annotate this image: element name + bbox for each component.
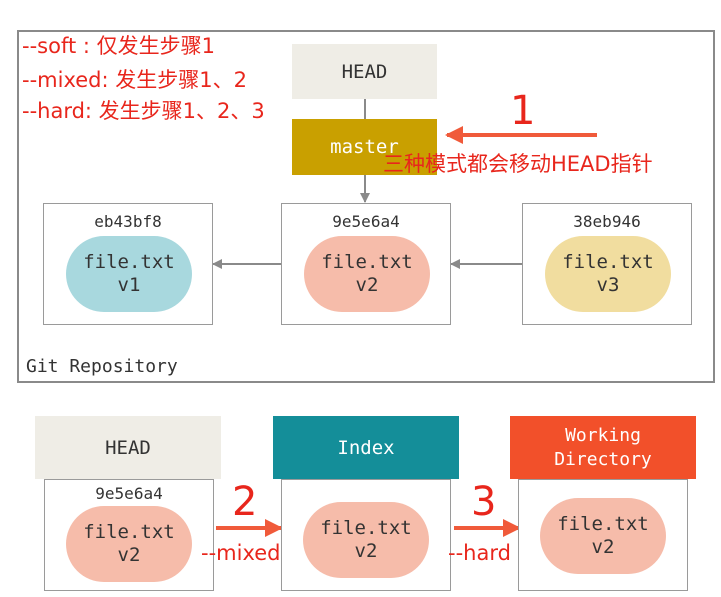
commit-38eb946: 38eb946 file.txt v3: [522, 203, 692, 325]
step2-number: 2: [232, 479, 258, 525]
file-name: file.txt: [321, 251, 413, 274]
file-version: v2: [591, 536, 615, 558]
commit-hash: eb43bf8: [94, 212, 162, 231]
tree-head-panel: 9e5e6a4 file.txt v2: [44, 479, 214, 591]
note-mixed: --mixed: 发生步骤1、2: [22, 68, 247, 92]
file-blob-v2: file.txt v2: [304, 236, 430, 312]
tree-working-directory-header: Working Directory: [510, 416, 696, 479]
tree-index-panel: file.txt v2: [281, 479, 451, 591]
repo-head-box: HEAD: [292, 44, 437, 99]
tree-working-directory-panel: file.txt v2: [518, 479, 688, 591]
head-file-blob: file.txt v2: [66, 506, 192, 582]
file-blob-v1: file.txt v1: [66, 236, 192, 312]
file-name: file.txt: [83, 251, 175, 274]
tree-head-header: HEAD: [35, 416, 221, 479]
note-soft: --soft : 仅发生步骤1: [22, 34, 215, 58]
file-blob-v3: file.txt v3: [545, 236, 671, 312]
commit-eb43bf8: eb43bf8 file.txt v1: [43, 203, 213, 325]
file-version: v2: [117, 544, 141, 566]
step2-label: --mixed: [201, 541, 281, 565]
git-repository-frame: [17, 30, 715, 383]
file-version: v2: [354, 540, 378, 562]
tree-head-hash: 9e5e6a4: [95, 484, 163, 503]
file-version: v2: [355, 274, 379, 296]
file-name: file.txt: [557, 513, 649, 536]
file-version: v1: [117, 274, 141, 296]
git-repository-label: Git Repository: [26, 356, 178, 377]
step1-caption: 三种模式都会移动HEAD指针: [383, 152, 653, 176]
commit-hash: 9e5e6a4: [332, 212, 400, 231]
note-hard: --hard: 发生步骤1、2、3: [22, 99, 265, 123]
working-label-line2: Directory: [554, 448, 652, 470]
step3-label: --hard: [448, 541, 511, 565]
commit-9e5e6a4: 9e5e6a4 file.txt v2: [281, 203, 451, 325]
file-version: v3: [596, 274, 620, 296]
index-file-blob: file.txt v2: [303, 502, 429, 578]
commit-hash: 38eb946: [573, 212, 641, 231]
file-name: file.txt: [562, 251, 654, 274]
working-label-line1: Working: [565, 425, 641, 447]
tree-index-header: Index: [273, 416, 459, 479]
master-branch-box: master: [292, 119, 437, 175]
step1-number: 1: [510, 88, 536, 134]
working-file-blob: file.txt v2: [540, 498, 666, 574]
file-name: file.txt: [83, 521, 175, 544]
file-name: file.txt: [320, 517, 412, 540]
step3-number: 3: [471, 479, 497, 525]
